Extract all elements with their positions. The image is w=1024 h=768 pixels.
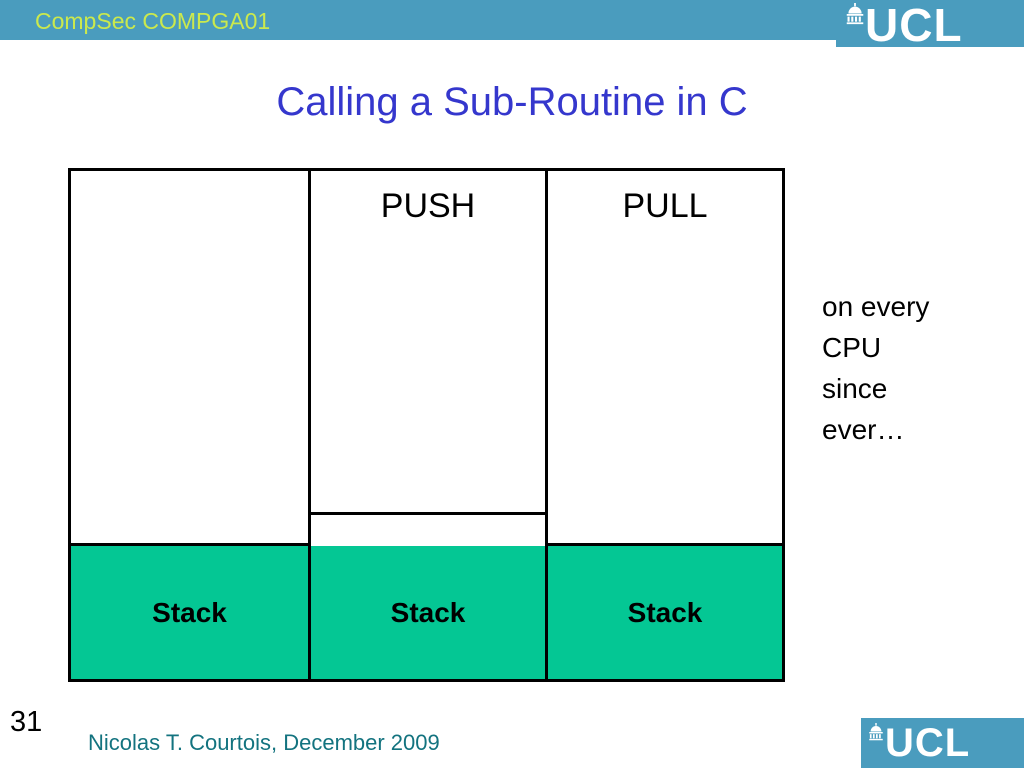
side-note-line: since xyxy=(822,373,888,404)
diagram-column-pull: PULL Stack xyxy=(548,171,782,679)
ucl-logo-bottom: UCL xyxy=(861,718,1024,768)
ucl-logo-top: UCL xyxy=(836,0,1024,51)
diagram-column-caller: Stack xyxy=(71,171,311,679)
side-note-line: on every xyxy=(822,291,930,322)
course-label: CompSec COMPGA01 xyxy=(35,8,271,34)
push-stack-block: Stack xyxy=(311,546,545,679)
caller-empty-cell xyxy=(71,171,308,546)
stack-label: Stack xyxy=(152,596,227,628)
push-cell: PUSH xyxy=(311,171,545,515)
side-note: on every CPU since ever… xyxy=(822,286,1017,450)
stack-label: Stack xyxy=(390,596,466,628)
push-gap-cell xyxy=(311,515,545,546)
page-number: 31 xyxy=(10,706,43,738)
side-note-line: ever… xyxy=(822,414,905,445)
caller-stack-block: Stack xyxy=(71,546,308,679)
ucl-logo-text-top: UCL xyxy=(865,0,963,51)
stack-label: Stack xyxy=(627,596,703,628)
ucl-building-icon xyxy=(844,3,866,30)
diagram-column-push: PUSH Stack xyxy=(311,171,548,679)
ucl-logo-text-bottom: UCL xyxy=(885,721,971,765)
pull-cell: PULL xyxy=(548,171,782,546)
side-note-line: CPU xyxy=(822,332,882,363)
ucl-building-icon xyxy=(867,723,885,746)
pull-stack-block: Stack xyxy=(548,546,782,679)
slide-title: Calling a Sub-Routine in C xyxy=(276,80,748,124)
stack-diagram: Stack PUSH Stack PULL Stack xyxy=(68,168,785,682)
footer-credit: Nicolas T. Courtois, December 2009 xyxy=(88,730,440,755)
